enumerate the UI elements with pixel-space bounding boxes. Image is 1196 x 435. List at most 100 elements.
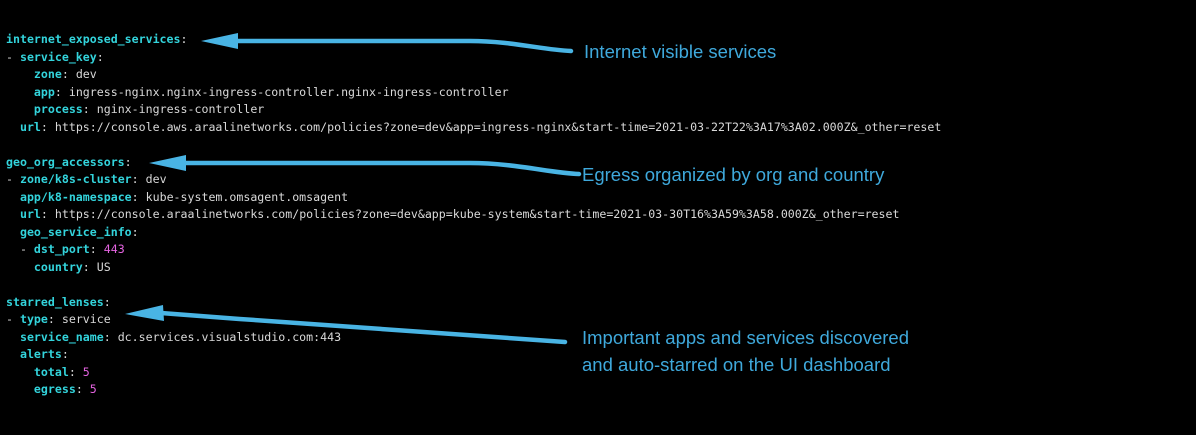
yaml-space — [62, 85, 69, 99]
yaml-number-value: 5 — [89, 382, 97, 396]
yaml-indent — [6, 207, 20, 221]
yaml-colon: : — [47, 312, 55, 326]
yaml-space — [90, 102, 97, 116]
yaml-url-value[interactable]: https://console.aws.araalinetworks.com/p… — [54, 119, 942, 134]
annotation-egress-organized: Egress organized by org and country — [582, 161, 884, 188]
yaml-line: app/k8-namespace: kube-system.omsagent.o… — [6, 189, 941, 207]
yaml-key: zone — [33, 67, 62, 81]
yaml-line: url: https://console.aws.araalinetworks.… — [6, 119, 941, 137]
yaml-value: kube-system.omsagent.omsagent — [145, 189, 349, 204]
yaml-key: geo_service_info — [19, 224, 132, 239]
yaml-list-dash: - — [6, 172, 20, 186]
yaml-line: app: ingress-nginx.nginx-ingress-control… — [6, 84, 941, 102]
yaml-key: url — [19, 207, 41, 221]
yaml-line: process: nginx-ingress-controller — [6, 101, 941, 119]
yaml-colon: : — [89, 242, 97, 256]
yaml-section-internet_exposed_services: internet_exposed_services:- service_key:… — [6, 31, 941, 136]
yaml-line: egress: 5 — [6, 381, 941, 399]
yaml-colon: : — [96, 49, 104, 64]
yaml-key: zone/k8s-cluster — [19, 172, 132, 186]
yaml-line: zone: dev — [6, 66, 941, 84]
yaml-key: service_name — [19, 329, 104, 344]
yaml-line: geo_service_info: — [6, 224, 941, 242]
yaml-list-dash: - — [6, 49, 20, 64]
yaml-colon: : — [75, 382, 83, 396]
yaml-value: dev — [145, 172, 167, 186]
yaml-space — [90, 260, 97, 274]
yaml-space — [83, 382, 90, 396]
yaml-list-dash: - — [6, 312, 20, 326]
yaml-indent — [6, 102, 34, 116]
yaml-value: dc.services.visualstudio.com:443 — [117, 329, 342, 344]
yaml-value: service — [61, 312, 111, 326]
yaml-key: url — [19, 119, 41, 134]
yaml-space — [97, 242, 104, 256]
yaml-line: country: US — [6, 259, 941, 277]
yaml-key: dst_port — [33, 242, 90, 256]
yaml-value: US — [96, 259, 111, 274]
yaml-indent — [6, 225, 20, 239]
yaml-key: app/k8-namespace — [19, 189, 132, 204]
yaml-colon: : — [54, 84, 62, 99]
yaml-colon: : — [124, 154, 132, 169]
yaml-indent — [6, 120, 20, 134]
yaml-key: starred_lenses — [6, 294, 104, 309]
yaml-indent — [6, 190, 20, 204]
yaml-number-value: 5 — [82, 364, 90, 379]
yaml-line: total: 5 — [6, 364, 941, 382]
yaml-line: url: https://console.araalinetworks.com/… — [6, 206, 941, 224]
yaml-space — [111, 330, 118, 344]
yaml-line: starred_lenses: — [6, 294, 941, 312]
yaml-indent — [6, 67, 34, 81]
yaml-value: ingress-nginx.nginx-ingress-controller.n… — [68, 84, 509, 99]
yaml-colon: : — [82, 102, 90, 116]
yaml-key: service_key — [19, 49, 97, 64]
yaml-url-value[interactable]: https://console.araalinetworks.com/polic… — [54, 207, 900, 221]
yaml-colon: : — [61, 347, 69, 361]
yaml-line: internet_exposed_services: — [6, 31, 941, 49]
yaml-indent — [6, 347, 20, 361]
yaml-indent — [6, 365, 34, 379]
yaml-space — [48, 207, 55, 221]
annotation-line: Internet visible services — [584, 41, 777, 62]
yaml-list-dash: - — [6, 242, 34, 256]
yaml-value: nginx-ingress-controller — [96, 102, 265, 116]
yaml-key: internet_exposed_services — [6, 32, 181, 46]
yaml-number-value: 443 — [103, 242, 125, 256]
annotation-starred-lenses: Important apps and services discovered a… — [582, 324, 909, 378]
yaml-key: app — [33, 84, 55, 99]
yaml-colon: : — [180, 32, 188, 46]
yaml-line: - dst_port: 443 — [6, 241, 941, 259]
yaml-key: geo_org_accessors — [6, 154, 125, 169]
yaml-key: country — [33, 259, 83, 274]
yaml-space — [139, 172, 146, 186]
yaml-section-geo_org_accessors: geo_org_accessors:- zone/k8s-cluster: de… — [6, 154, 941, 277]
yaml-key: process — [33, 102, 83, 116]
yaml-colon: : — [61, 67, 69, 81]
yaml-key: type — [19, 312, 48, 326]
yaml-space — [69, 67, 76, 81]
yaml-line: alerts: — [6, 346, 941, 364]
yaml-line: - zone/k8s-cluster: dev — [6, 171, 941, 189]
yaml-space — [139, 190, 146, 204]
yaml-colon: : — [40, 119, 48, 134]
yaml-colon: : — [103, 329, 111, 344]
yaml-key: alerts — [19, 347, 62, 361]
yaml-colon: : — [131, 189, 139, 204]
yaml-key: egress — [33, 382, 76, 396]
yaml-line: geo_org_accessors: — [6, 154, 941, 172]
yaml-colon: : — [103, 294, 111, 309]
yaml-space — [76, 365, 83, 379]
yaml-colon: : — [40, 207, 48, 221]
yaml-indent — [6, 330, 20, 344]
yaml-key: total — [33, 364, 69, 379]
yaml-colon: : — [68, 364, 76, 379]
yaml-indent — [6, 260, 34, 274]
yaml-space — [48, 120, 55, 134]
annotation-line: Egress organized by org and country — [582, 164, 885, 185]
annotation-line: and auto-starred on the UI dashboard — [582, 354, 891, 375]
annotation-line: Important apps and services discovered — [582, 327, 910, 348]
yaml-colon: : — [131, 224, 139, 239]
yaml-indent — [6, 85, 34, 99]
